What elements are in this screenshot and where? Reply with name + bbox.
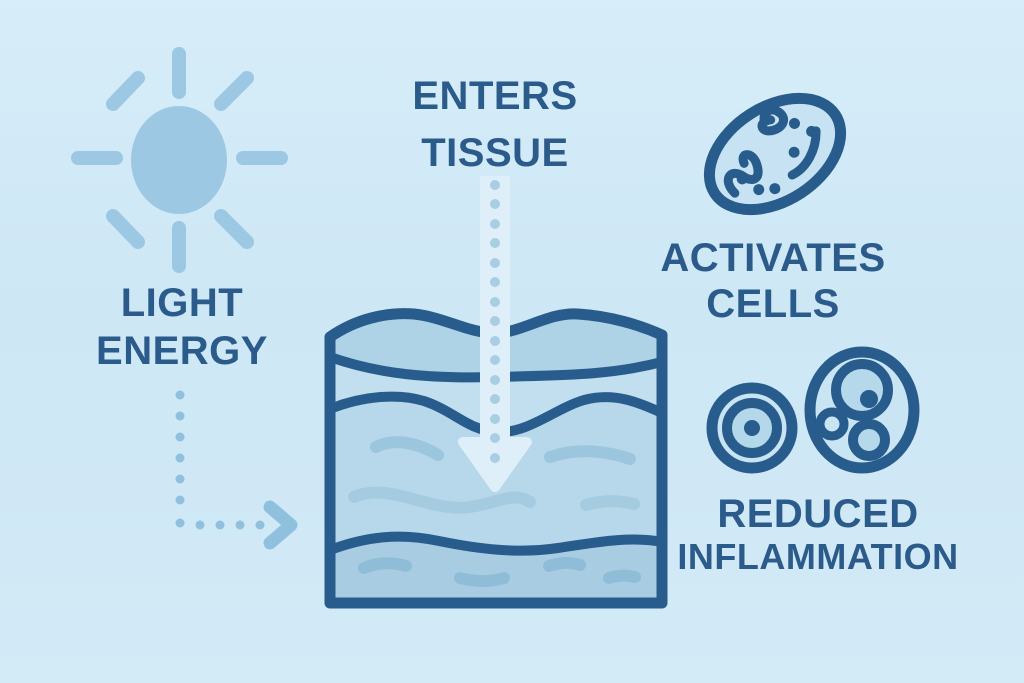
dotted-flow-arrow-icon [175, 390, 298, 550]
light-beam-down-arrow-icon [458, 176, 532, 492]
cell-left-icon [706, 382, 798, 474]
light-energy-line1: LIGHT [120, 281, 244, 325]
activates-cells-label: ACTIVATES CELLS [660, 235, 885, 327]
enters-tissue-label: ENTERS TISSUE [412, 68, 577, 182]
light-energy-label: LIGHT ENERGY [96, 279, 268, 375]
activates-cells-line1: ACTIVATES [660, 236, 886, 280]
cells-icon [706, 346, 920, 474]
light-energy-line2: ENERGY [96, 329, 268, 373]
reduced-inflammation-line2: INFLAMMATION [677, 536, 959, 577]
enters-tissue-line2: TISSUE [421, 131, 569, 175]
enters-tissue-line1: ENTERS [412, 74, 578, 118]
activates-cells-line2: CELLS [706, 282, 840, 326]
mitochondria-icon [703, 92, 847, 216]
reduced-inflammation-label: REDUCED INFLAMMATION [677, 492, 958, 578]
cell-right-icon [804, 346, 920, 474]
sun-icon [71, 47, 288, 273]
reduced-inflammation-line1: REDUCED [717, 492, 919, 536]
